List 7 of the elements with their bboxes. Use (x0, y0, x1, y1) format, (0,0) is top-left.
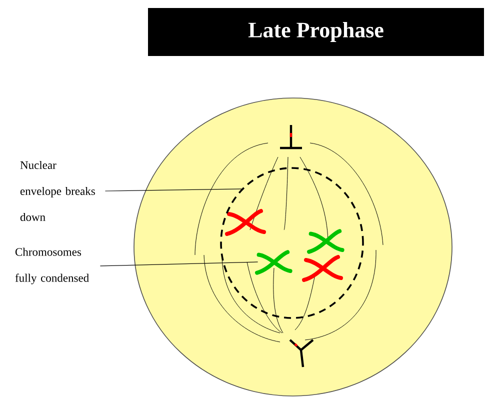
nuclear-envelope (220, 167, 364, 319)
title-bar: Late Prophase (148, 8, 484, 56)
leader-line (100, 262, 258, 266)
leader-line (104, 188, 242, 192)
chromosome (255, 250, 292, 275)
callout-label: Nuclear envelope breaks down (20, 160, 95, 222)
callout-label: Chromosomes fully condensed (15, 248, 89, 284)
